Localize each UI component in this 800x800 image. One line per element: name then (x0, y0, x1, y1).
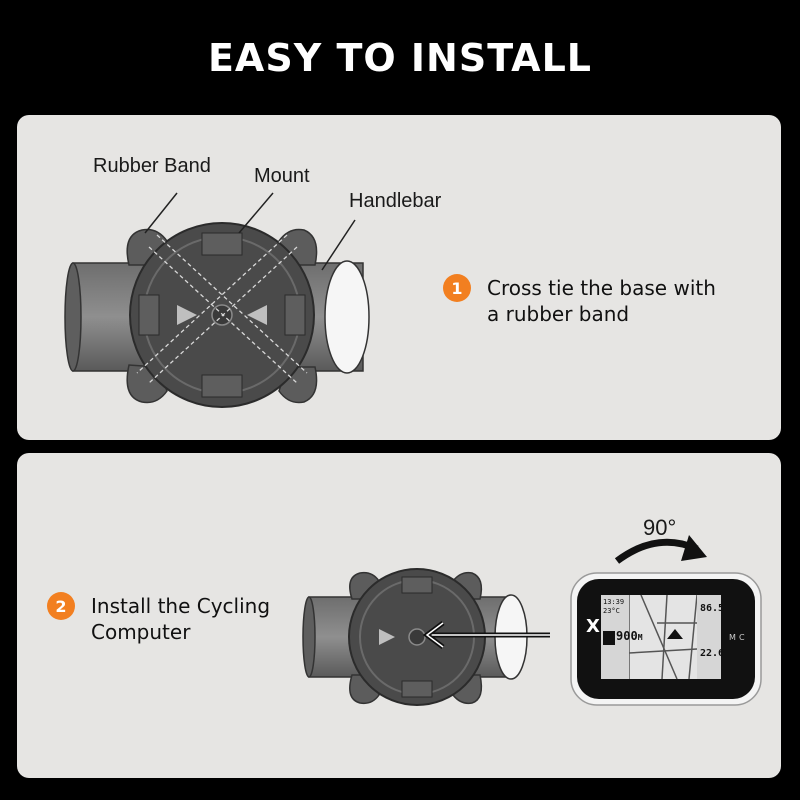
device-button-c: C (739, 633, 745, 642)
step2-panel: 90° X 13:39 23°C 900M 86.5 22.6 M C 2 In… (17, 453, 781, 778)
step2-line2: Computer (91, 620, 191, 644)
leader-lines (144, 192, 356, 271)
device-install-illustration (302, 535, 762, 706)
rotation-label: 90° (643, 515, 677, 540)
device-button-m: M (729, 633, 736, 642)
step1-line2: a rubber band (487, 302, 630, 326)
device-temp: 23°C (603, 607, 620, 615)
device-distance-unit: M (637, 633, 643, 642)
device-distance: 900 (616, 629, 638, 643)
cycling-computer (570, 572, 762, 706)
mount-disc (348, 568, 486, 706)
device-stat2: 86.5 (700, 603, 725, 614)
step1-panel: Rubber Band Mount Handlebar 1 Cross tie … (17, 115, 781, 440)
rubber-band-label: Rubber Band (93, 155, 211, 177)
mount-disc (129, 222, 315, 408)
device-logo: X (586, 616, 600, 637)
mount-label: Mount (254, 165, 310, 187)
step1-line1: Cross tie the base with (487, 276, 716, 300)
device-stat1: 22.6 (700, 648, 725, 659)
handlebar-mount-illustration (64, 192, 370, 408)
step2-instruction: 2 Install the Cycling Computer (47, 592, 271, 645)
device-time: 13:39 (603, 598, 625, 606)
insert-arrow (422, 621, 550, 649)
handlebar-label: Handlebar (349, 190, 442, 212)
step2-badge: 2 (47, 592, 75, 620)
page-title: EASY TO INSTALL (207, 36, 593, 80)
step2-line1: Install the Cycling (91, 594, 271, 618)
step1-instruction: 1 Cross tie the base with a rubber band (443, 274, 716, 327)
step1-badge: 1 (443, 274, 471, 302)
